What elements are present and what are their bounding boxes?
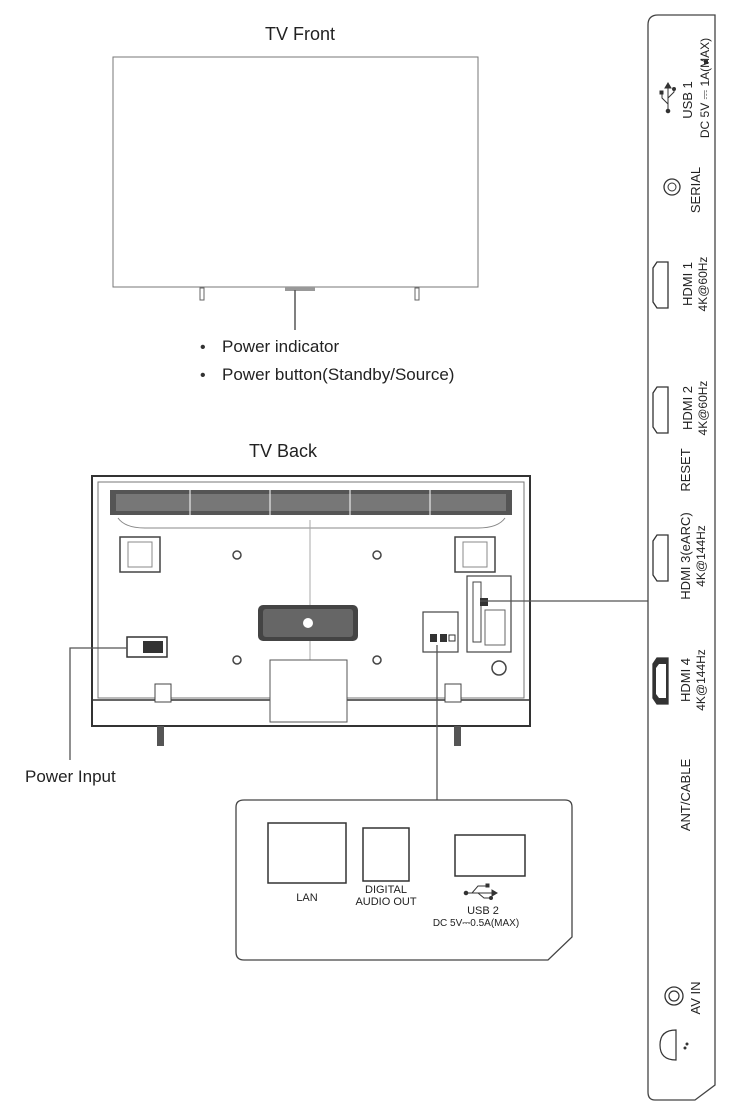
hdmi3-spec: 4K@144Hz: [694, 525, 708, 587]
bullet-dot-2: •: [200, 367, 206, 384]
tv-back: TV Back: [25, 441, 648, 800]
right-foot: [414, 287, 420, 301]
bottom-port-2: [440, 634, 447, 642]
power-input-label: Power Input: [25, 767, 116, 786]
tv-front: TV Front • Power indicator • Power butto…: [112, 24, 479, 384]
power-indicator-bar: [285, 287, 315, 291]
bottom-jack-icon: [659, 1029, 677, 1061]
usb1-square-mark: [704, 60, 708, 64]
screw-hole-top-left: [232, 550, 242, 560]
hdmi4-label: HDMI 4: [678, 658, 693, 702]
lower-right-bracket: [444, 683, 462, 703]
screw-hole-top-right: [372, 550, 382, 560]
usb1-label: USB 1: [680, 81, 695, 119]
serial-label: SERIAL: [688, 167, 703, 213]
bullet-dot-1: •: [200, 339, 206, 356]
side-port-slot: [472, 581, 482, 643]
av-in-port-inner: [668, 990, 680, 1002]
screw-hole-bottom-right: [372, 655, 382, 665]
hdmi3-label: HDMI 3(eARC): [678, 512, 693, 599]
bottom-connector-module: [422, 611, 459, 653]
power-input-socket: [143, 641, 163, 653]
power-input-leader: [69, 647, 127, 760]
back-panel-outline: [117, 517, 506, 529]
hdmi3-port-icon: [652, 534, 669, 582]
side-round-connector: [491, 660, 507, 676]
hdmi4-spec: 4K@144Hz: [694, 649, 708, 711]
bottom-port-1: [430, 634, 437, 642]
power-indicator-label: Power indicator: [222, 337, 340, 356]
reset-label: RESET: [678, 448, 693, 491]
power-button-label: Power button(Standby/Source): [222, 365, 454, 384]
stand-base-plate: [269, 659, 348, 723]
av-in-label: AV IN: [688, 982, 703, 1015]
hdmi2-spec: 4K@60Hz: [696, 381, 710, 436]
left-speaker-inner: [127, 541, 153, 568]
digital-label-line2: AUDIO OUT: [355, 896, 416, 908]
top-vent-inner: [116, 494, 506, 511]
hdmi1-port-icon: [652, 261, 669, 309]
tv-front-title: TV Front: [265, 24, 335, 44]
right-speaker-inner: [462, 541, 488, 568]
side-port-panel: USB 1 DC 5V ⎓ 1A(MAX) SERIAL HDMI 1 4K@6…: [647, 14, 716, 1101]
left-leg: [157, 726, 164, 746]
lan-label: LAN: [296, 892, 317, 904]
hdmi4-port-inner: [656, 664, 666, 698]
side-port-box: [484, 609, 506, 646]
screw-hole-bottom-left: [232, 655, 242, 665]
lan-port: [267, 822, 347, 884]
hdmi2-port-icon: [652, 386, 669, 434]
right-speaker: [454, 536, 496, 573]
tv-front-screen: [112, 56, 479, 288]
bottom-port-3: [448, 634, 456, 642]
digital-audio-port: [362, 827, 410, 882]
center-mount-hole: [303, 618, 313, 628]
digital-label-line1: DIGITAL: [365, 884, 407, 896]
right-leg: [454, 726, 461, 746]
left-foot: [199, 287, 205, 301]
tv-back-title: TV Back: [249, 441, 318, 461]
usb2-usb-icon: [463, 883, 498, 900]
usb1-icon: [659, 82, 676, 114]
usb2-label: USB 2: [467, 905, 499, 917]
bottom-jack-dot-1: [683, 1046, 687, 1050]
usb2-spec: DC 5V⎓0.5A(MAX): [433, 918, 519, 929]
left-speaker: [119, 536, 161, 573]
serial-port-inner: [667, 182, 677, 192]
bottom-connector-callout: LAN DIGITAL AUDIO OUT USB 2 DC 5V⎓0.5A(M…: [235, 799, 573, 961]
side-connector-module: [466, 575, 512, 653]
hdmi1-spec: 4K@60Hz: [696, 257, 710, 312]
ant-cable-label: ANT/CABLE: [678, 759, 693, 832]
lower-left-bracket: [154, 683, 172, 703]
side-port-square: [480, 598, 488, 606]
hdmi2-label: HDMI 2: [680, 386, 695, 430]
usb2-port: [454, 834, 526, 877]
hdmi1-label: HDMI 1: [680, 262, 695, 306]
usb1-spec: DC 5V ⎓ 1A(MAX): [698, 38, 712, 138]
bottom-jack-dot-2: [685, 1042, 689, 1046]
